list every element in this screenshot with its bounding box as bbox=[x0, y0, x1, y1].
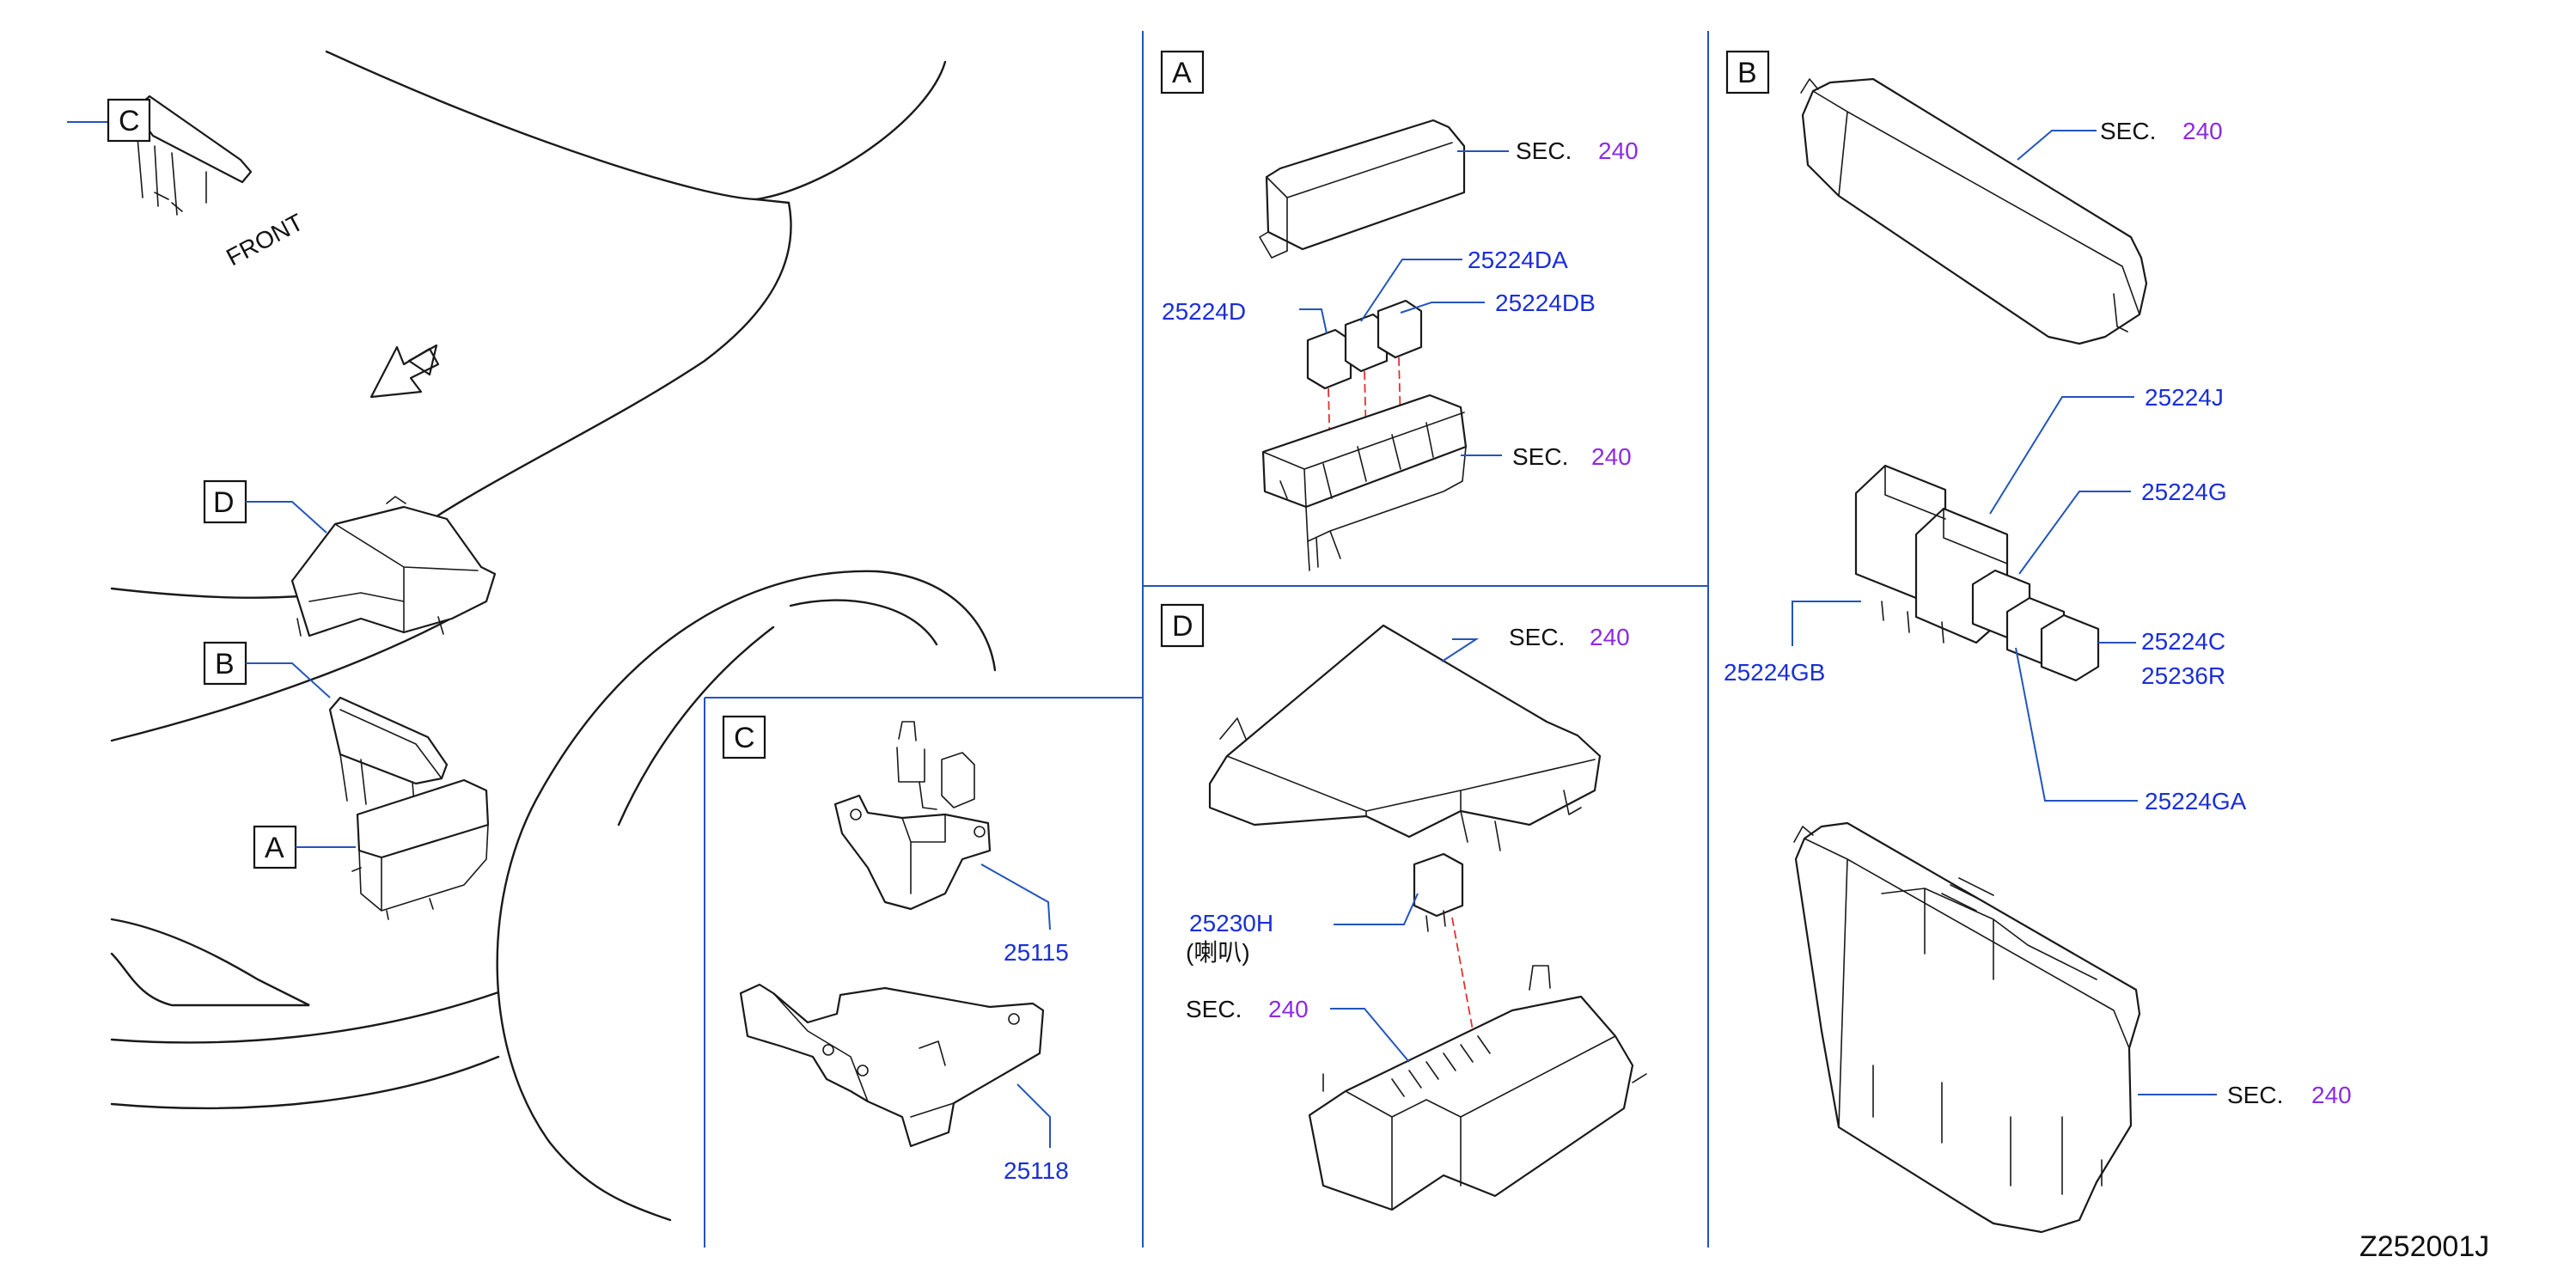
panel-b-relay-25236r: 25236R bbox=[2141, 662, 2225, 689]
panel-c-relay-part: 25115 bbox=[1004, 939, 1069, 966]
panel-a-relay-25224da: 25224DA bbox=[1468, 247, 1568, 273]
figure-code: Z252001J bbox=[2359, 1230, 2489, 1263]
panel-b-base-sec: SEC. bbox=[2227, 1082, 2283, 1108]
view-label-a-overview: A bbox=[265, 832, 284, 864]
panel-c-label: C bbox=[734, 722, 755, 754]
panel-d-cover-sec-num: 240 bbox=[1590, 624, 1630, 650]
panel-d-base-sec: SEC. bbox=[1186, 996, 1242, 1022]
panel-a-label: A bbox=[1172, 57, 1192, 89]
panel-c-bracket bbox=[739, 983, 1045, 1148]
panel-d-base bbox=[1308, 965, 1647, 1211]
panel-d-base-sec-num: 240 bbox=[1268, 996, 1309, 1022]
panel-b-relay-25224j: 25224J bbox=[2145, 384, 2224, 411]
panel-b-relay-25224c: 25224C bbox=[2141, 628, 2225, 655]
panel-b-relay-25224g: 25224G bbox=[2141, 479, 2227, 505]
panel-a-relay-25224db: 25224DB bbox=[1495, 290, 1596, 316]
panel-a-cover-sec: SEC. bbox=[1516, 137, 1572, 164]
panel-a-base-sec-num: 240 bbox=[1591, 443, 1632, 470]
overview-fuse-box-a bbox=[351, 778, 490, 920]
view-label-c-overview: C bbox=[119, 105, 140, 137]
vehicle-overview: FRONT C D B bbox=[67, 50, 997, 1222]
panel-b-base bbox=[1793, 821, 2141, 1234]
panel-d-horn-note: (喇叭) bbox=[1186, 939, 1250, 966]
panel-b-relay-25224gb: 25224GB bbox=[1724, 659, 1825, 686]
panel-b: B SEC. 240 25224J 25224G 25224GB 25224C … bbox=[1724, 50, 2352, 1234]
overview-relay-c bbox=[132, 95, 253, 216]
panel-c: C 25115 25118 bbox=[722, 715, 1069, 1184]
panel-a-relay-25224d: 25224D bbox=[1162, 298, 1246, 325]
panel-b-cover-sec: SEC. bbox=[2100, 118, 2156, 144]
panel-b-relay-25224ga: 25224GA bbox=[2145, 788, 2247, 814]
panel-b-label: B bbox=[1737, 57, 1757, 89]
panel-a-base bbox=[1261, 393, 1468, 571]
panel-a-base-sec: SEC. bbox=[1512, 443, 1568, 470]
panel-a: A SEC. 240 25224D 25224DA 25224DB bbox=[1160, 50, 1639, 571]
panel-a-cover bbox=[1259, 119, 1466, 259]
panel-d-cover bbox=[1208, 624, 1602, 851]
panel-d-cover-sec: SEC. bbox=[1509, 624, 1565, 650]
panel-d: D SEC. 240 25230H (喇叭) SEC. 240 bbox=[1160, 603, 1647, 1211]
panel-a-cover-sec-num: 240 bbox=[1598, 137, 1639, 164]
overview-fuse-box-b bbox=[328, 696, 449, 805]
panel-b-cover-sec-num: 240 bbox=[2182, 118, 2223, 144]
panel-b-cover bbox=[1800, 77, 2148, 345]
panel-b-relays bbox=[1854, 464, 2100, 682]
panel-c-relay bbox=[833, 721, 992, 911]
panel-c-bracket-part: 25118 bbox=[1004, 1157, 1069, 1184]
panel-a-relays bbox=[1306, 299, 1423, 390]
panel-d-horn-relay bbox=[1413, 852, 1464, 932]
panel-dividers bbox=[704, 31, 1709, 1248]
panel-d-horn-relay-part: 25230H bbox=[1189, 910, 1273, 936]
front-label: FRONT bbox=[222, 209, 308, 271]
panel-d-label: D bbox=[1172, 610, 1193, 643]
panel-b-base-sec-num: 240 bbox=[2311, 1082, 2352, 1108]
view-label-b-overview: B bbox=[215, 648, 235, 680]
view-label-d-overview: D bbox=[213, 486, 235, 519]
overview-fuse-box-d bbox=[290, 496, 497, 638]
